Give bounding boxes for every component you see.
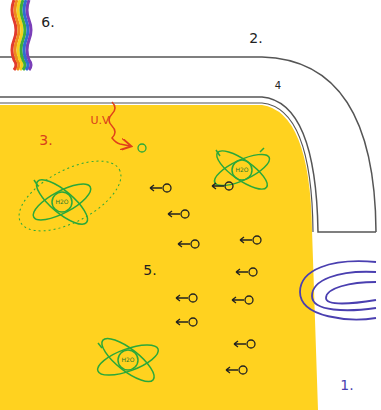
callout-number: 6. — [41, 15, 54, 29]
molecule-label: H2O — [55, 199, 68, 205]
uv-label: U.V — [90, 115, 109, 126]
uv-ray — [109, 102, 130, 146]
molecules — [29, 145, 274, 389]
membrane — [0, 103, 313, 232]
callout-number: 5. — [143, 263, 156, 277]
callout-number: 4 — [275, 81, 281, 91]
molecule-label: H2O — [235, 167, 248, 173]
outer-wall — [0, 57, 376, 232]
dotted-halo — [8, 147, 131, 245]
inner-wall — [0, 97, 376, 232]
flagellum-coil — [300, 261, 376, 319]
callout-number: 3. — [39, 133, 52, 147]
oxygen-arrows — [150, 182, 261, 374]
rainbow-wave — [12, 0, 31, 70]
callout-number: 1. — [340, 378, 353, 392]
oxygen — [138, 144, 146, 152]
molecule-label: H2O — [121, 357, 134, 363]
callout-number: 2. — [249, 31, 262, 45]
cytoplasm — [0, 105, 318, 410]
